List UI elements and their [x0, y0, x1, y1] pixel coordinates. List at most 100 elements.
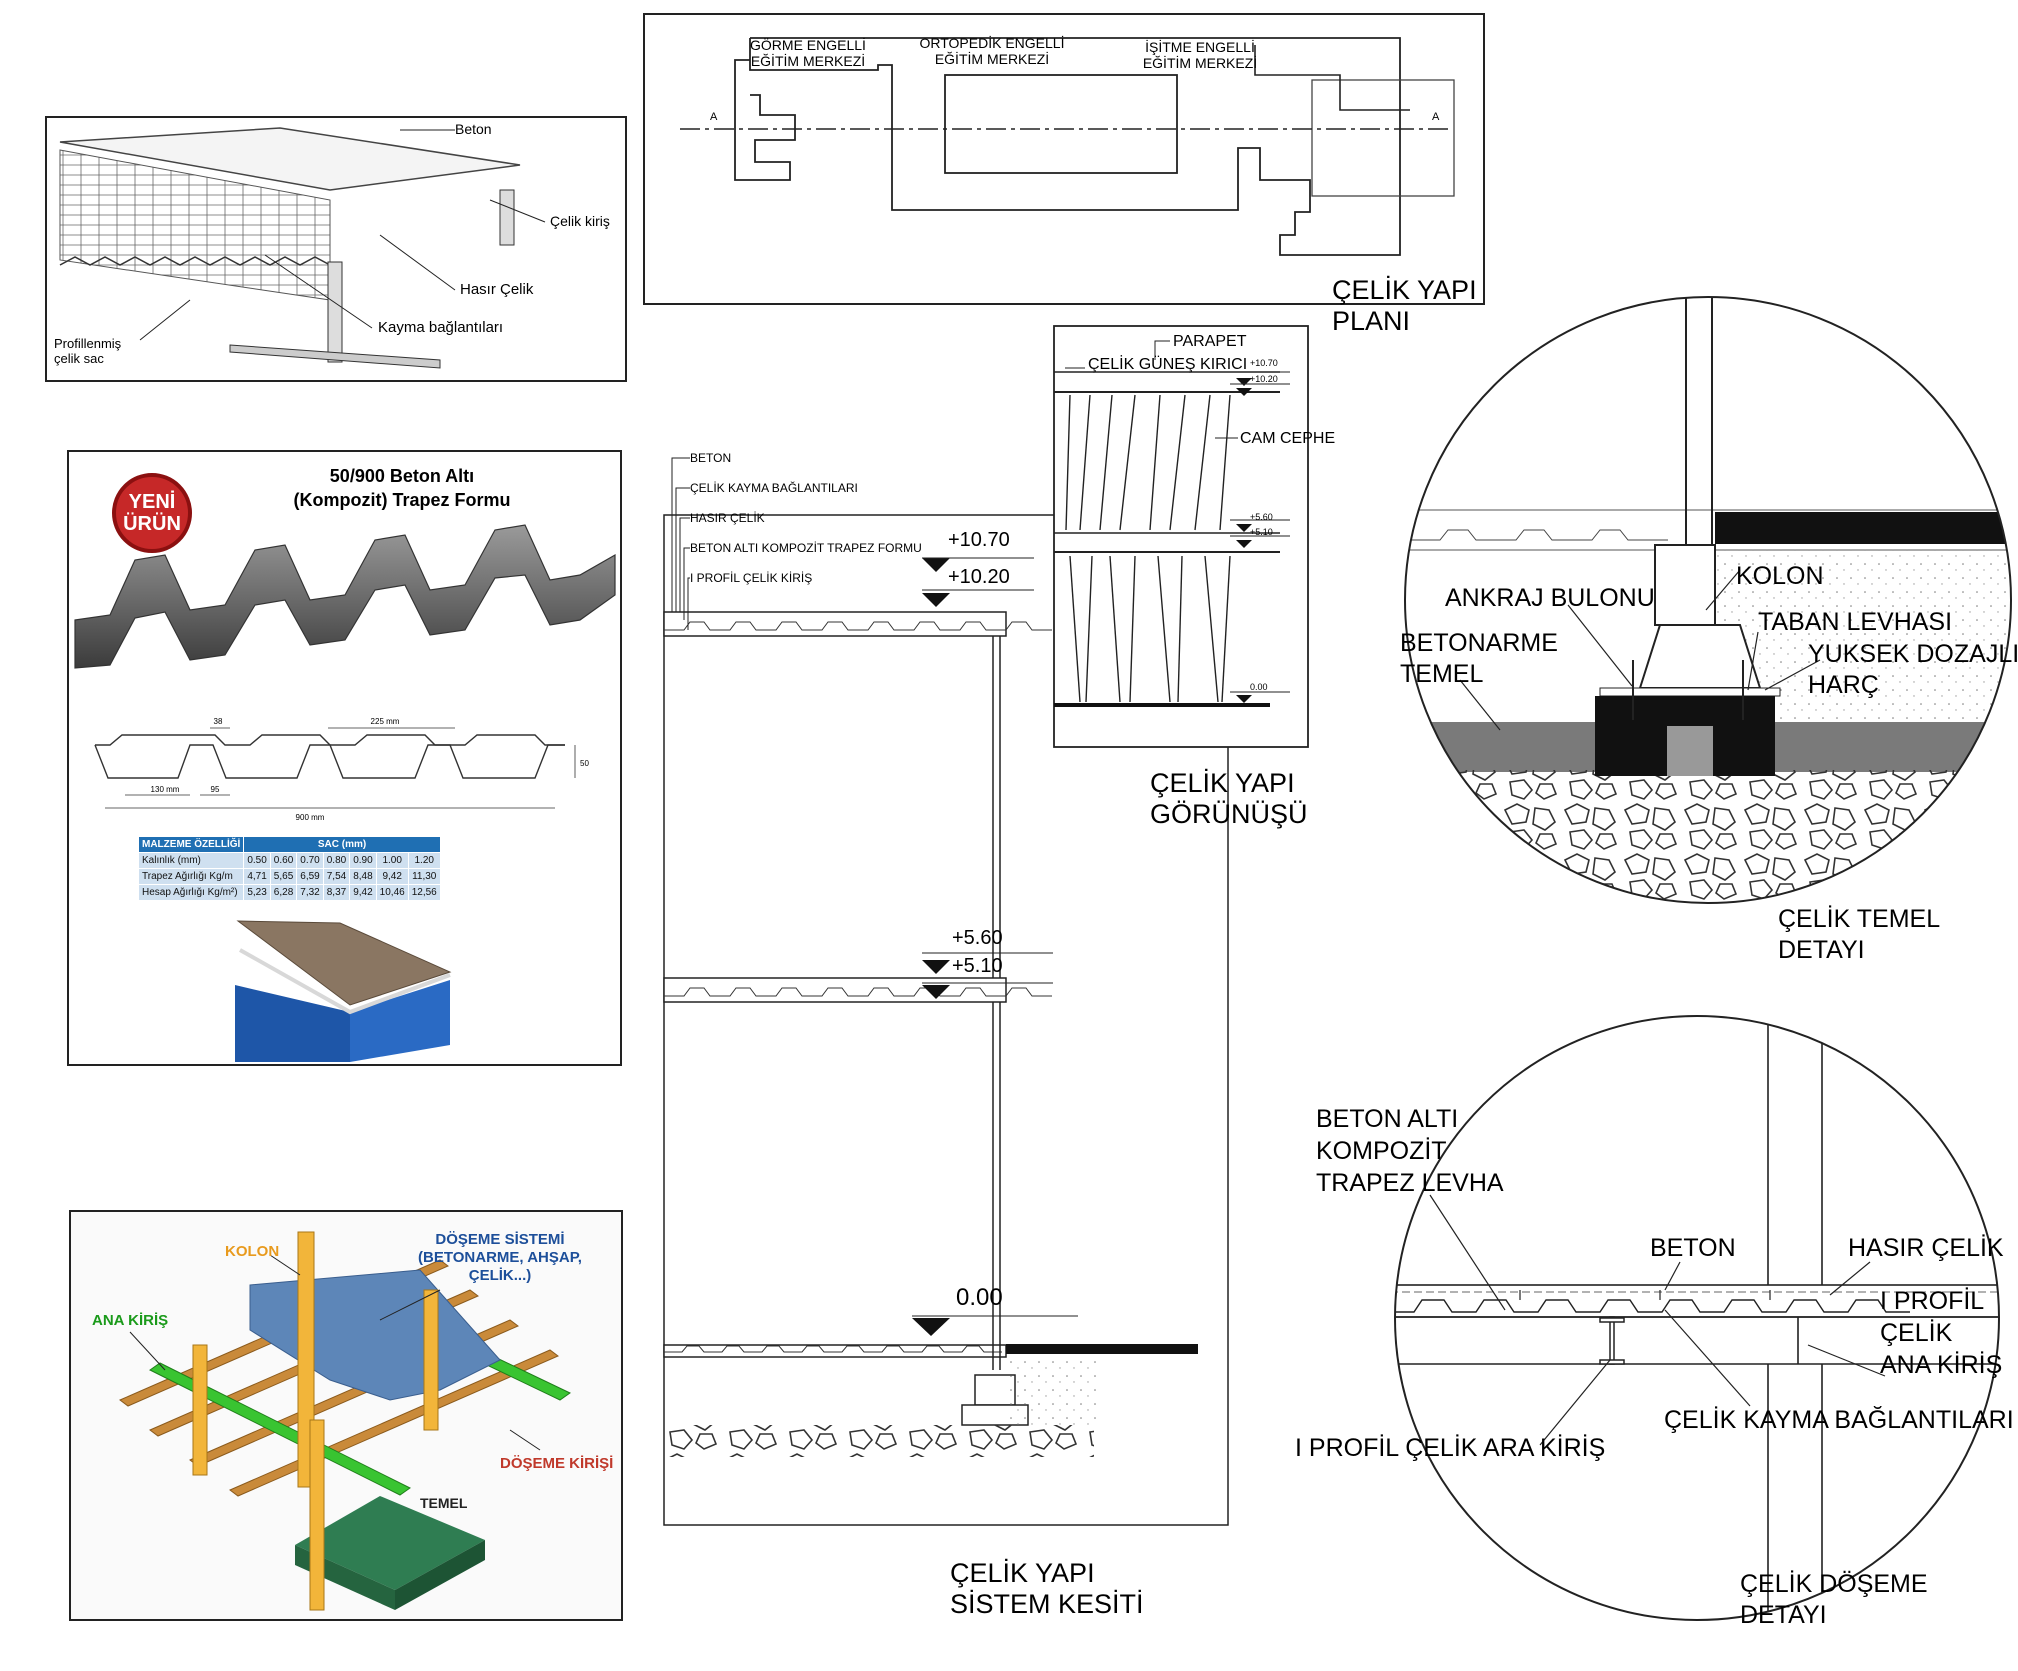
text-line: ÜRÜN: [123, 512, 181, 535]
text-line: BETON ALTI: [1316, 1105, 1458, 1133]
text-line: TRAPEZ LEVHA: [1316, 1169, 1504, 1197]
plan-outline: [749, 37, 1401, 256]
plan-right-wing: [1254, 45, 1410, 111]
middle-slab: [663, 977, 1052, 1003]
iso-foundation: [295, 1496, 485, 1590]
text-line: ANA KİRİŞ: [1880, 1350, 2002, 1379]
elevation-drawing: +10.70 +10.20 +5.60 +5.10 0.00 PARAPET Ç…: [1053, 325, 1335, 1525]
plan-right-block: [1311, 79, 1455, 197]
section-level-1020: +10.20: [948, 566, 1010, 588]
text-line: EĞİTİM MERKEZİ: [1143, 54, 1257, 71]
text-line: SİSTEM KESİTİ: [950, 1588, 1144, 1619]
material-cell: 6,59: [296, 868, 324, 885]
material-cell: 0.60: [269, 852, 298, 869]
elev-level-1070: +10.70: [1250, 358, 1278, 368]
material-cell: 10,46: [375, 884, 409, 901]
text-line: İŞİTME ENGELLİ: [1145, 38, 1255, 55]
foundation-detail: KOLON ANKRAJ BULONU TABAN LEVHASI BETONA…: [1400, 296, 2018, 904]
material-cell: 6,28: [269, 884, 298, 901]
text-line: TEMEL: [1400, 660, 1483, 688]
material-cell: 8,37: [322, 884, 351, 901]
text-line: YUKSEK DOZAJLI: [1808, 640, 2018, 668]
text-line: çelik sac: [54, 351, 104, 366]
foundation-caption: ÇELİK TEMEL DETAYI: [1778, 904, 1940, 964]
material-table: MALZEME ÖZELLİĞİ SAC (mm) Kalınlık (mm)0…: [137, 836, 441, 901]
material-table-header-left: MALZEME ÖZELLİĞİ: [137, 836, 245, 853]
elev-level-510: +5.10: [1250, 527, 1273, 537]
sketch-concrete-top: [59, 127, 521, 191]
text-line: ÇELİK YAPI: [950, 1557, 1095, 1588]
text-line: EĞİTİM MERKEZİ: [935, 50, 1049, 67]
material-cell: 8,48: [349, 868, 377, 885]
sketch-label-beton: Beton: [455, 121, 492, 137]
sun-breaker-fins: [1065, 394, 1231, 703]
material-cell: 11,30: [407, 868, 441, 885]
fd-base-plate: [1599, 687, 1781, 697]
elevation-level-markers: [1230, 371, 1290, 703]
material-cell: 0.90: [349, 852, 377, 869]
flr-secondary-beam: [1599, 1316, 1625, 1365]
text-line: ÇELİK YAPI: [1332, 274, 1477, 305]
material-cell: 0.70: [296, 852, 324, 869]
sketch-beam-flange: [229, 344, 441, 369]
dim-50: 50: [580, 759, 589, 768]
composite-slab-render: [236, 920, 452, 1006]
sketch-cross-beam: [499, 189, 515, 246]
sketch-steel-beam: [327, 261, 343, 363]
material-cell: 9,42: [349, 884, 377, 901]
composite-slab-edge: [239, 948, 451, 1015]
iso-column: [423, 1289, 439, 1431]
ground-slab: [663, 1344, 1007, 1358]
material-cell: 12,56: [407, 884, 441, 901]
flr-circle: [1394, 1015, 2000, 1621]
layer-label-hasir: HASIR ÇELİK: [690, 511, 765, 525]
flr-trapez: [1395, 1299, 1910, 1313]
material-table-header-right: SAC (mm): [243, 836, 441, 853]
flr-label-kayma: ÇELİK KAYMA BAĞLANTILARI: [1664, 1405, 2014, 1434]
flr-label-hasir: HASIR ÇELİK: [1848, 1233, 2004, 1262]
material-cell: 1.20: [407, 852, 441, 869]
text-line: DETAYI: [1778, 936, 1865, 964]
text-line: ÇELİK TEMEL: [1778, 904, 1940, 933]
fd-label-betonarme-temel: BETONARME TEMEL: [1400, 629, 1558, 688]
section-soil: [1006, 1356, 1096, 1426]
section-mark-right: A: [1432, 111, 1440, 123]
elev-level-560: +5.60: [1250, 512, 1273, 522]
material-row-label: Trapez Ağırlığı Kg/m: [137, 868, 245, 885]
text-line: BETONARME: [1400, 629, 1558, 657]
fd-outside-ground: [1715, 512, 2011, 544]
material-row-label: Kalınlık (mm): [137, 852, 245, 869]
ground-outside: [1006, 1344, 1198, 1354]
dim-95: 95: [211, 785, 220, 794]
iso-label-doseme-kirisi: DÖŞEME KİRİŞİ: [500, 1455, 613, 1472]
elev-level-1020: +10.20: [1250, 374, 1278, 384]
text-line: DETAYI: [1740, 1601, 1827, 1629]
text-line: DÖŞEME SİSTEMİ: [435, 1231, 564, 1248]
material-cell: 1.00: [375, 852, 409, 869]
system-iso: KOLON DÖŞEME SİSTEMİ(BETONARME, AHŞAP,ÇE…: [69, 1210, 623, 1621]
iso-label-ana-kiris: ANA KİRİŞ: [92, 1312, 168, 1329]
trapez-profile-section: [94, 744, 565, 779]
text-line: GÖRME ENGELLİ: [750, 36, 866, 53]
flr-label-ara-kiris: I PROFİL ÇELİK ARA KİRİŞ: [1295, 1433, 1605, 1462]
section-level-markers: [912, 557, 1078, 1336]
elev-label-cam-cephe: CAM CEPHE: [1240, 430, 1335, 447]
section-level-560: +5.60: [952, 927, 1003, 949]
text-line: 50/900 Beton Altı: [330, 466, 474, 486]
elev-label-parapet: PARAPET: [1173, 333, 1247, 350]
text-line: YENİ: [129, 490, 176, 513]
fd-gravel-bed: [1405, 770, 2011, 903]
text-line: ÇELİK...): [469, 1267, 532, 1284]
